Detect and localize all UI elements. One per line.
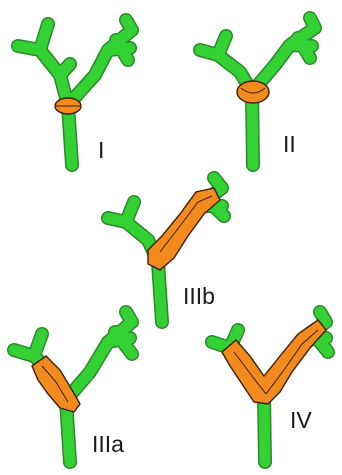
type-2-figure: II [200, 18, 315, 165]
type-3b-label: IIIb [183, 283, 215, 309]
type-3a-figure: IIIa [14, 312, 132, 462]
type-2-label: II [283, 131, 296, 157]
duct [18, 20, 132, 165]
bile-duct-tree [18, 20, 132, 165]
type-1-figure: I [18, 20, 132, 165]
type-3a-label: IIIa [92, 431, 124, 457]
type-4-figure: IV [212, 312, 328, 462]
type-4-label: IV [290, 407, 312, 433]
type-1-label: I [98, 137, 104, 163]
type-3b-figure: IIIb [108, 178, 224, 322]
tumor [237, 81, 269, 103]
tumor [148, 188, 220, 270]
